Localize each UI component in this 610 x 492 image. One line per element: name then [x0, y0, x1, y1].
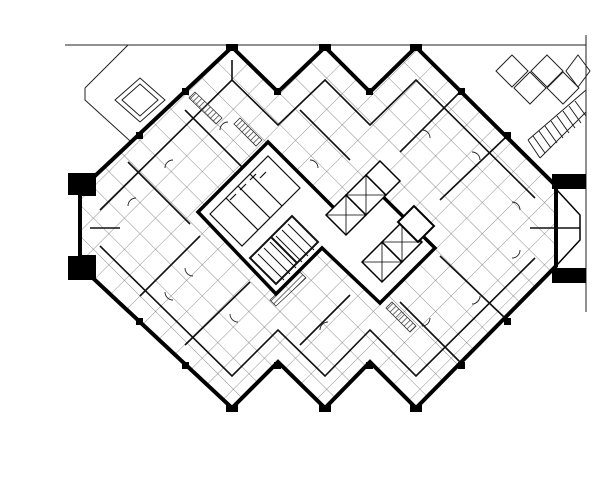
core — [195, 139, 438, 306]
elevators — [324, 159, 424, 284]
elevator-bank-upper — [324, 159, 402, 237]
shafts — [188, 91, 417, 333]
restrooms — [209, 155, 301, 247]
terrace-left — [114, 77, 166, 123]
partition-walls — [90, 60, 580, 378]
service-room — [396, 204, 436, 244]
doors — [127, 121, 521, 331]
exterior-stair — [527, 89, 587, 159]
bay-window-left — [79, 194, 96, 257]
terrace-right-paving — [495, 54, 591, 105]
bay-window-right — [555, 188, 581, 267]
columns — [68, 44, 586, 412]
core-stair — [248, 214, 320, 286]
